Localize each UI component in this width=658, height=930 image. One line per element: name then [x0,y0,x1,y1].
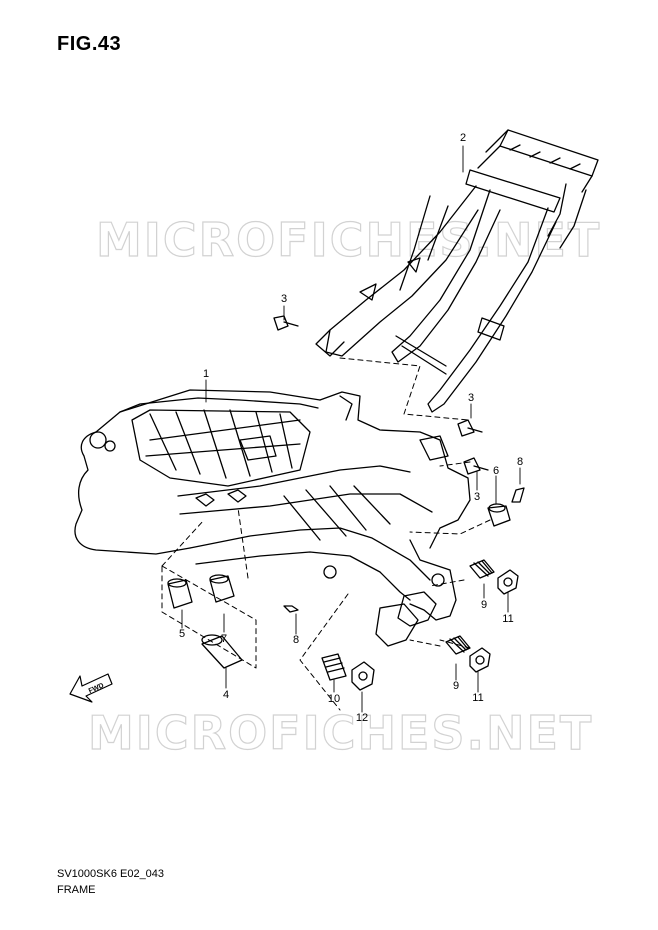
figure-code: SV1000SK6 E02_043 [57,868,165,880]
callout-12: 12 [355,712,369,724]
callout-3-middle: 3 [467,392,475,404]
watermark-top: MICROFICHES.NET [95,212,602,267]
callout-11-lower: 11 [472,692,484,704]
callout-8-right: 8 [516,456,524,468]
spacer-part-5 [167,578,193,609]
callout-2: 2 [459,132,467,144]
main-frame [74,389,471,647]
collar-part-6 [487,503,511,527]
forward-direction-arrow: FWD [69,673,113,703]
spacer-part-4 [201,634,243,669]
callout-10: 10 [327,693,341,705]
figure-title: FIG.43 [57,33,122,55]
threaded-collar-part-9 [445,559,495,655]
seat-rail-subframe [315,129,599,413]
callout-9-lower: 9 [452,680,460,692]
callout-6: 6 [492,465,500,477]
spacer-part-7 [209,574,235,603]
callout-1: 1 [202,368,210,380]
watermark-bottom: MICROFICHES.NET [87,705,594,760]
leader-dashed-lines [161,357,491,711]
bolt-part-8 [283,487,525,613]
callout-5: 5 [178,628,186,640]
callout-11-upper: 11 [502,613,514,625]
callout-7: 7 [220,633,228,645]
callout-8-left: 8 [292,634,300,646]
callout-3-upper: 3 [280,293,288,305]
threaded-collar-part-10 [321,653,347,681]
figure-caption: FRAME [57,884,96,896]
nut-part-12 [351,661,375,691]
callout-9-upper: 9 [480,599,488,611]
callout-3-lower: 3 [473,491,481,503]
bolt-part-3 [273,315,489,475]
nut-part-11 [469,569,519,673]
callout-4: 4 [222,689,230,701]
